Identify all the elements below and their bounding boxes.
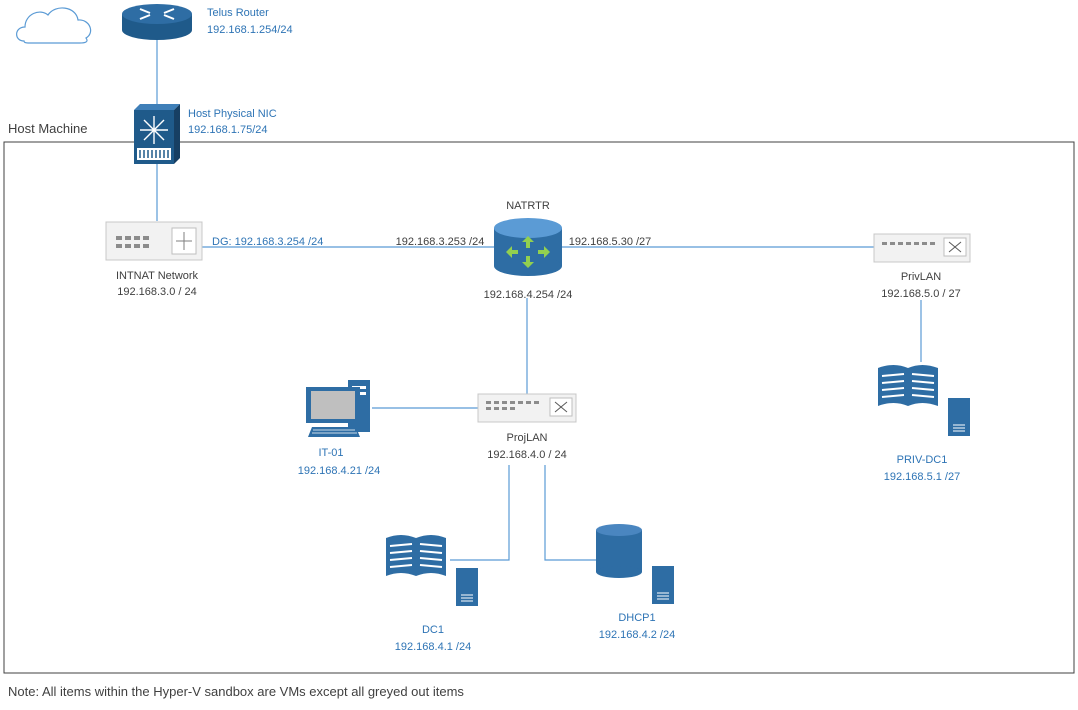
router-icon	[122, 4, 192, 40]
natrtr-name: NATRTR	[506, 200, 550, 212]
router-name: Telus Router	[207, 7, 269, 19]
dc1-ip: 192.168.4.1 /24	[395, 641, 471, 653]
intnat-dg-label: DG: 192.168.3.254 /24	[212, 236, 323, 248]
intnat-switch-icon	[105, 221, 203, 261]
natrtr-right-ip: 192.168.5.30 /27	[569, 236, 652, 248]
intnat-name: INTNAT Network	[116, 270, 199, 282]
database-server-icon	[596, 524, 674, 604]
directory-server-icon	[878, 365, 970, 436]
privdc1-name: PRIV-DC1	[897, 454, 948, 466]
privlan-name: PrivLAN	[901, 271, 941, 283]
natrtr-left-ip: 192.168.3.253 /24	[396, 236, 485, 248]
workstation-icon	[306, 380, 370, 437]
natrtr-router-icon	[494, 218, 562, 276]
it01-ip: 192.168.4.21 /24	[298, 465, 381, 477]
dhcp1-name: DHCP1	[618, 612, 655, 624]
dc1-name: DC1	[422, 624, 444, 636]
host-nic-ip: 192.168.1.75/24	[188, 124, 268, 136]
cloud-icon	[16, 7, 92, 44]
host-machine-label: Host Machine	[8, 121, 87, 136]
privdc1-ip: 192.168.5.1 /27	[884, 471, 960, 483]
it01-name: IT-01	[318, 447, 343, 459]
natrtr-ip: 192.168.4.254 /24	[484, 289, 573, 301]
dhcp1-ip: 192.168.4.2 /24	[599, 629, 675, 641]
host-nic-name: Host Physical NIC	[188, 108, 277, 120]
link-projlan-dc1	[450, 465, 510, 561]
link-projlan-dhcp1	[544, 465, 596, 561]
footer-note: Note: All items within the Hyper-V sandb…	[8, 684, 464, 699]
privlan-ip: 192.168.5.0 / 27	[881, 288, 961, 300]
intnat-ip: 192.168.3.0 / 24	[117, 286, 197, 298]
router-ip: 192.168.1.254/24	[207, 24, 293, 36]
connections	[156, 40, 922, 561]
projlan-name: ProjLAN	[507, 432, 548, 444]
privlan-switch-icon	[873, 233, 971, 263]
switch-icon	[134, 104, 180, 164]
projlan-ip: 192.168.4.0 / 24	[487, 449, 567, 461]
dc1-server-icon	[386, 535, 478, 606]
projlan-switch-icon	[477, 393, 577, 423]
host-machine-frame	[3, 141, 1075, 674]
